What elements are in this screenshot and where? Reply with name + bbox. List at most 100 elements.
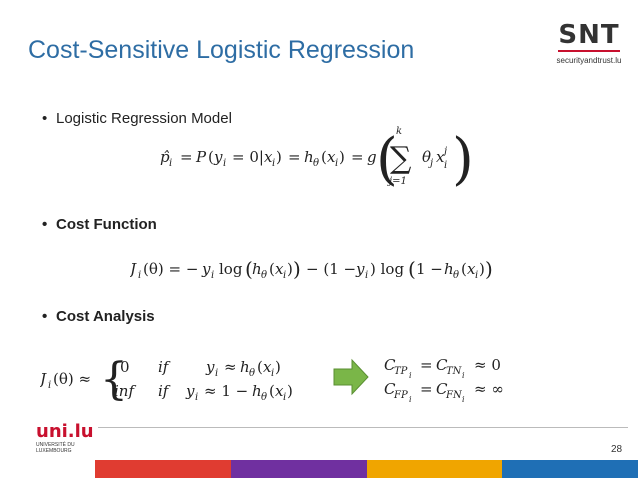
svg-text:): ) (479, 260, 485, 278)
svg-text:j: j (428, 158, 433, 169)
page-number: 28 (611, 444, 623, 455)
svg-text:i: i (409, 371, 412, 380)
bullet-dot-icon: • (42, 110, 48, 127)
svg-text:i: i (475, 270, 478, 281)
snt-logo-url: securityandtrust.lu (556, 56, 622, 65)
svg-text:h: h (304, 148, 314, 166)
footer-bar-yellow (366, 460, 503, 478)
svg-text:): ) (339, 148, 345, 166)
svg-text:=: = (180, 148, 193, 166)
bullet-cost-analysis: • Cost Analysis (42, 308, 155, 325)
svg-text:h: h (240, 358, 250, 376)
bullet-text: Cost Function (56, 216, 157, 233)
svg-text:i: i (169, 158, 172, 169)
uni-lu-logo-sub2: LUXEMBOURG (36, 448, 72, 454)
svg-text:=: = (420, 356, 433, 374)
svg-text:y: y (201, 260, 211, 278)
svg-text:=: = (420, 380, 433, 398)
svg-text:h: h (252, 382, 262, 400)
svg-text:(: ( (257, 358, 263, 376)
svg-text:J: J (40, 370, 47, 388)
svg-text:): ) (452, 127, 474, 192)
slide-title: Cost-Sensitive Logistic Regression (28, 36, 415, 64)
svg-text:x: x (327, 148, 336, 166)
bullet-dot-icon: • (42, 308, 48, 325)
svg-text:(θ) = −: (θ) = − (143, 260, 198, 278)
svg-text:i: i (365, 270, 368, 281)
svg-text:θ: θ (422, 148, 431, 166)
right-arrow-icon (333, 358, 369, 396)
svg-text:i: i (335, 158, 338, 169)
svg-text:log: log (219, 260, 243, 278)
svg-text:i: i (195, 392, 198, 403)
svg-text:i: i (48, 380, 51, 391)
svg-text:FN: FN (445, 390, 463, 401)
bullet-text: Cost Analysis (56, 308, 155, 325)
svg-text:(: ( (408, 257, 416, 281)
svg-text:i: i (409, 395, 412, 404)
uni-lu-logo-sub1: UNIVERSITÉ DU (36, 442, 75, 448)
svg-text:≈ ∞: ≈ ∞ (474, 380, 504, 398)
svg-text:θ: θ (261, 392, 267, 403)
svg-text:i: i (283, 270, 286, 281)
svg-text:j: j (442, 146, 447, 157)
svg-text:≈: ≈ (224, 358, 237, 376)
svg-text:): ) (287, 260, 293, 278)
svg-text:i: i (462, 395, 465, 404)
svg-text:C: C (384, 380, 396, 398)
bullet-text: Logistic Regression Model (56, 110, 232, 127)
svg-text:y: y (185, 382, 195, 400)
svg-text:J: J (130, 260, 137, 278)
svg-text:≈ 1 −: ≈ 1 − (204, 382, 248, 400)
svg-text:j=1: j=1 (387, 176, 407, 187)
svg-text:C: C (436, 380, 448, 398)
svg-text:TP: TP (394, 366, 408, 377)
bullet-logistic-model: • Logistic Regression Model (42, 110, 232, 127)
svg-text:P: P (195, 148, 207, 166)
footer-bar-red (95, 460, 231, 478)
svg-text:h: h (252, 260, 262, 278)
svg-text:(: ( (461, 260, 467, 278)
footer-color-bar (95, 460, 638, 478)
svg-text:i: i (215, 368, 218, 379)
svg-text:− (1 −: − (1 − (306, 260, 356, 278)
svg-text:i: i (462, 371, 465, 380)
footer-bar-purple (230, 460, 367, 478)
svg-text:θ: θ (261, 270, 267, 281)
svg-text:θ: θ (313, 158, 319, 169)
svg-text:y: y (213, 148, 223, 166)
svg-text:(: ( (245, 257, 253, 281)
svg-text:y: y (355, 260, 365, 278)
footer-bar-blue (502, 460, 638, 478)
svg-text:=: = (351, 148, 364, 166)
footer-separator (98, 427, 628, 428)
svg-text:=: = (288, 148, 301, 166)
svg-text:i: i (271, 368, 274, 379)
uni-lu-logo: uni.lu UNIVERSITÉ DU LUXEMBOURG (36, 421, 94, 455)
svg-text:i: i (283, 392, 286, 403)
uni-lu-logo-text: uni.lu (36, 421, 94, 442)
bullet-dot-icon: • (42, 216, 48, 233)
svg-text:i: i (211, 270, 214, 281)
svg-text:if: if (158, 382, 171, 400)
svg-text:h: h (444, 260, 454, 278)
svg-text:∑: ∑ (390, 141, 412, 176)
svg-text:k: k (396, 126, 402, 137)
svg-text:): ) (485, 257, 493, 281)
svg-text:y: y (205, 358, 215, 376)
svg-text:i: i (444, 160, 447, 171)
svg-text:x: x (275, 382, 284, 400)
svg-text:C: C (384, 356, 396, 374)
svg-text:i: i (272, 158, 275, 169)
svg-text:): ) (287, 382, 293, 400)
svg-text:FP: FP (393, 390, 408, 401)
svg-text:x: x (275, 260, 284, 278)
svg-text:C: C (436, 356, 448, 374)
svg-text:(θ) ≈: (θ) ≈ (53, 370, 91, 388)
